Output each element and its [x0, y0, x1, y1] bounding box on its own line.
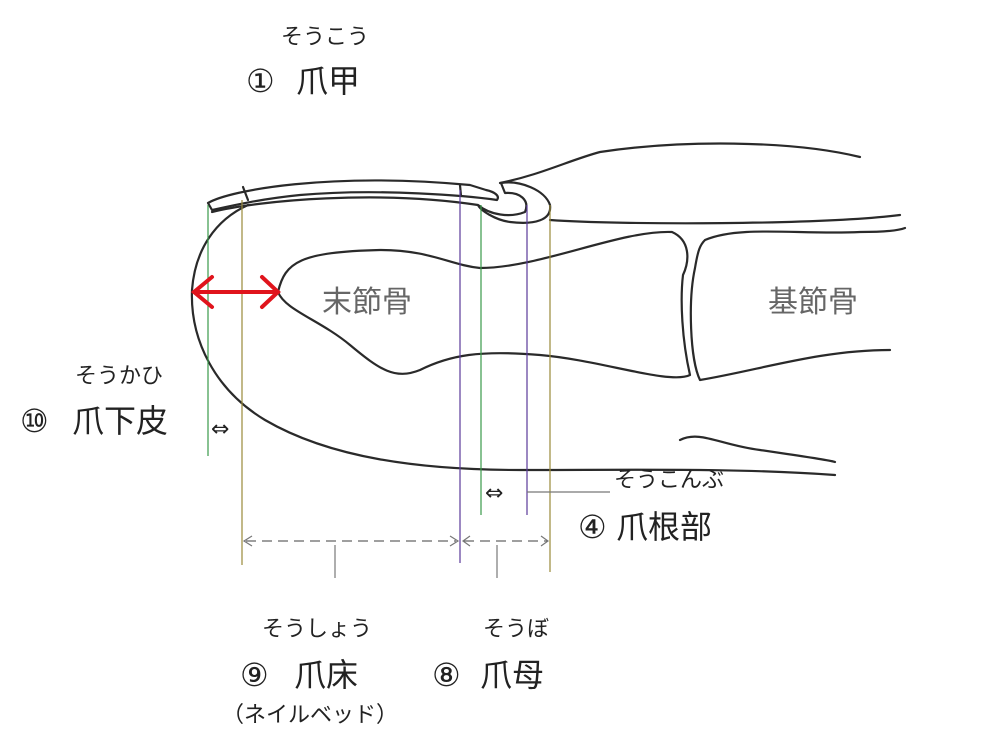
- distal-phalanx-label: 末節骨: [322, 285, 412, 320]
- distal-phalanx-bone: [276, 230, 692, 379]
- nail-plate-number: ①: [246, 62, 275, 100]
- hyponychium-double-arrow: ⇔: [211, 417, 229, 442]
- proximal-phalanx-label: 基節骨: [768, 285, 858, 320]
- nail-bed-note: （ネイルベッド）: [222, 703, 398, 728]
- nail-edge-line: [241, 185, 250, 202]
- nail-plate-label: 爪甲: [296, 62, 360, 100]
- nail-matrix-label: 爪母: [480, 656, 544, 694]
- hyponychium-number: ⑩: [20, 402, 49, 440]
- hyponychium-label: 爪下皮: [72, 402, 168, 440]
- nail-bed-furigana: そうしょう: [262, 617, 372, 642]
- proximal-phalanx-bone: [689, 226, 907, 382]
- finger-dorsal-skin: [498, 142, 862, 185]
- nail-bed-number: ⑨: [240, 656, 269, 694]
- hyponychium-furigana: そうかひ: [75, 364, 163, 389]
- nail-plate: [206, 179, 499, 212]
- nail-bed-line: [210, 181, 552, 224]
- nail-root-double-arrow: ⇔: [485, 481, 503, 506]
- finger-ventral-skin: [678, 435, 837, 464]
- nail-root-number: ④: [578, 508, 607, 546]
- nail-root-furigana: そうこんぶ: [614, 468, 724, 493]
- nail-plate-furigana: そうこう: [281, 25, 369, 50]
- nail-bed-label: 爪床: [294, 656, 358, 694]
- finger-outline: [190, 203, 837, 477]
- dorsal-tissue-line: [548, 213, 902, 225]
- highlight-double-arrow: [190, 275, 281, 309]
- nail-root-label: 爪根部: [616, 508, 712, 546]
- nail-matrix-number: ⑧: [432, 656, 461, 694]
- nail-matrix-furigana: そうぼ: [483, 617, 549, 642]
